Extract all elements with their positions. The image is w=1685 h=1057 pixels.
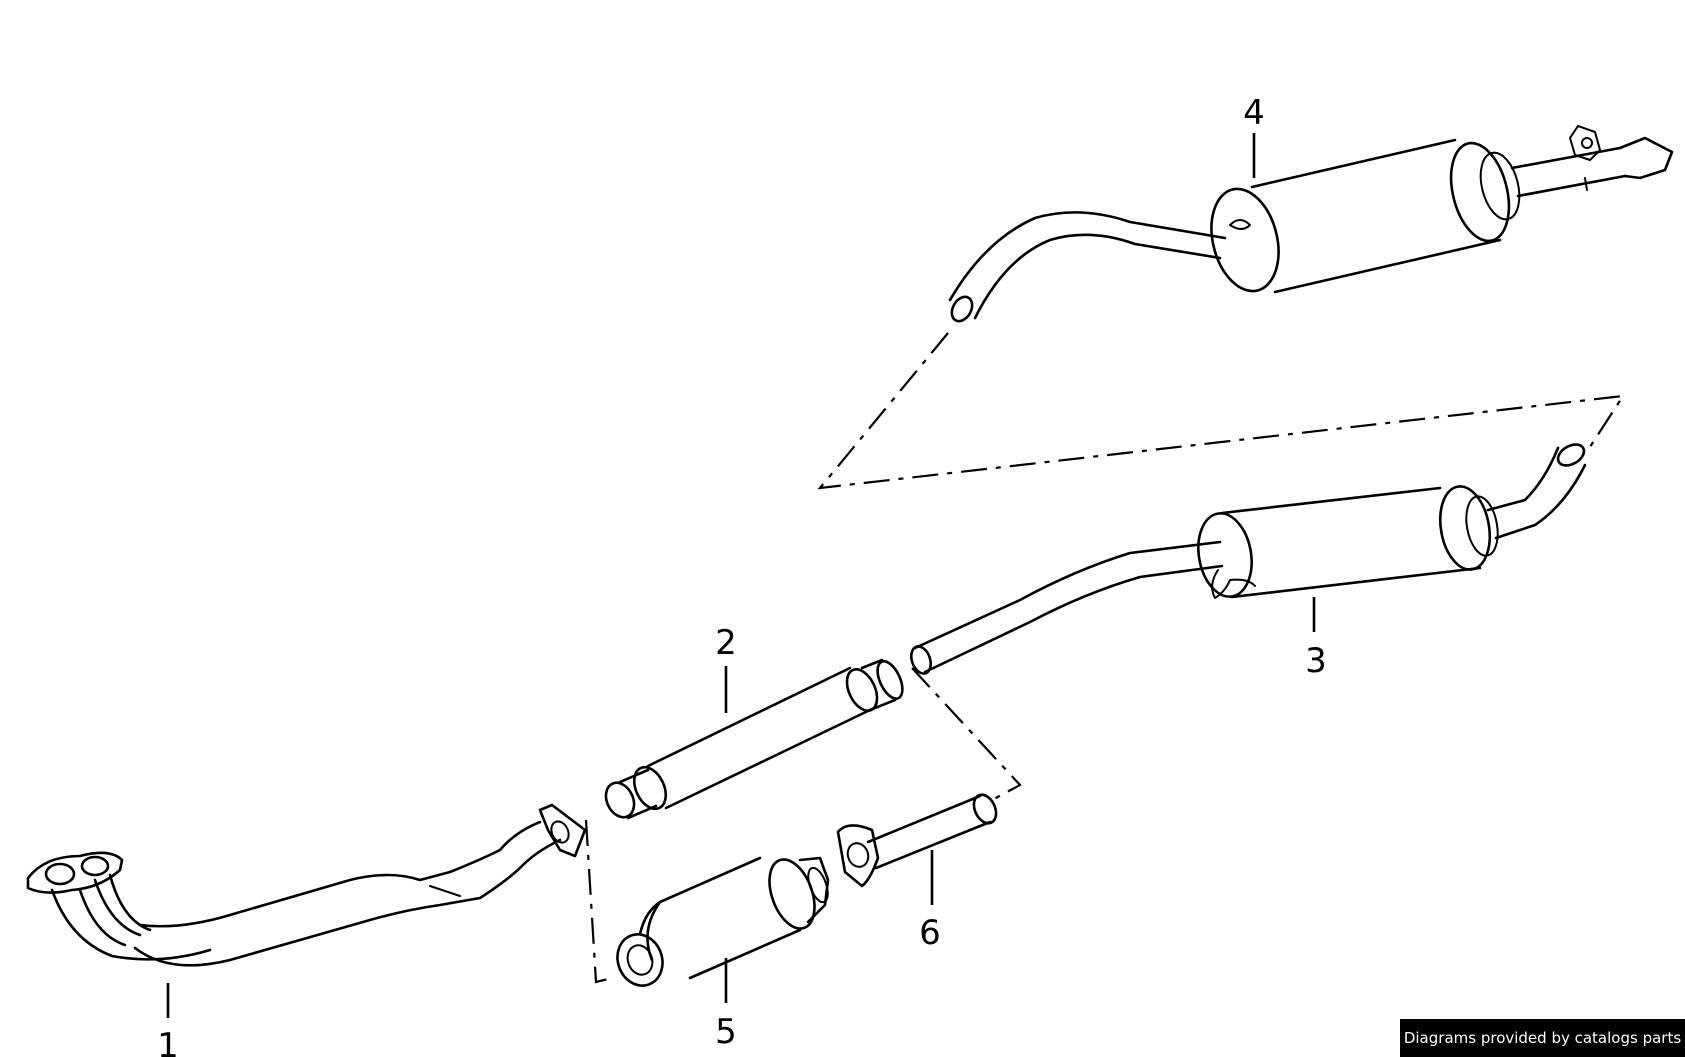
part-5-catalytic-converter[interactable] [610, 853, 831, 992]
callout-4[interactable]: 4 [1243, 93, 1265, 133]
callout-labels: 4 2 3 1 5 6 [157, 93, 1327, 1057]
part-6-connecting-pipe[interactable] [836, 791, 1000, 888]
part-1-front-pipe[interactable] [26, 803, 587, 967]
callout-1[interactable]: 1 [157, 1026, 179, 1057]
callout-5[interactable]: 5 [715, 1012, 737, 1052]
callout-3[interactable]: 3 [1305, 641, 1327, 681]
leader-lines [166, 133, 1316, 1018]
assembly-lines [584, 332, 1626, 984]
callout-2[interactable]: 2 [715, 623, 737, 663]
callout-6[interactable]: 6 [919, 913, 941, 953]
part-2-middle-pipe[interactable] [601, 658, 908, 822]
part-3-center-muffler[interactable] [908, 440, 1588, 676]
credit-badge: Diagrams provided by catalogs parts [1400, 1019, 1685, 1057]
part-4-rear-muffler[interactable] [948, 125, 1674, 325]
